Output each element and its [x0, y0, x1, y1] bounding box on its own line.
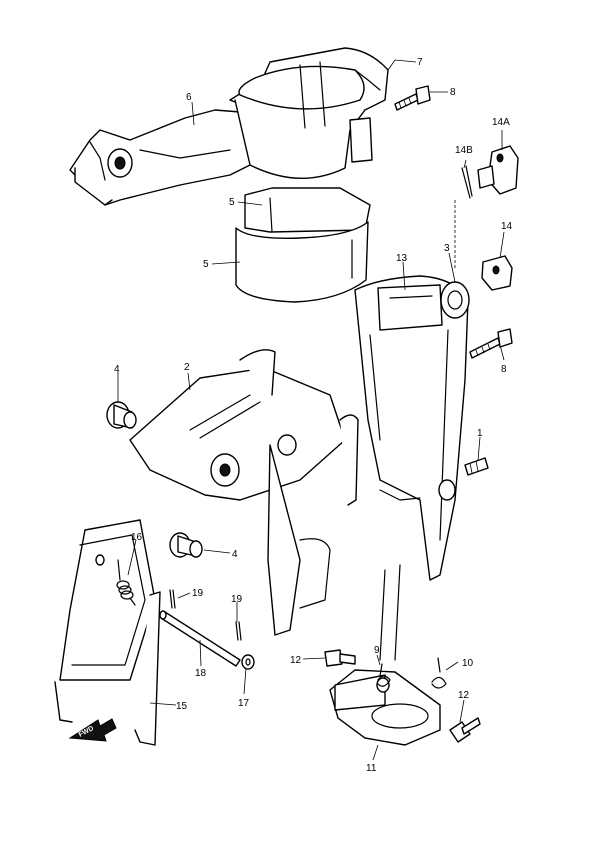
fwd-direction-arrow: FWD [68, 718, 117, 742]
callout-8-lower: 8 [501, 364, 507, 375]
part-16-spring [116, 559, 136, 606]
callout-13: 13 [396, 253, 408, 264]
callout-3: 3 [444, 243, 450, 254]
part-4-bushing-lower [169, 532, 203, 558]
part-4-bushing-upper [106, 401, 137, 429]
part-9-spring [377, 663, 391, 687]
callout-11: 11 [366, 763, 377, 774]
part-2-stern-bracket [129, 349, 359, 636]
callout-14b: 14B [455, 145, 473, 156]
callout-labels: 7 6 8 14A 14B 5 14 3 13 5 8 2 4 1 16 4 1… [114, 57, 513, 774]
part-5-liner-lower [235, 221, 369, 303]
callout-4-upper: 4 [114, 364, 120, 375]
part-19-pin-right [235, 621, 242, 641]
part-7-ring-bracket [229, 47, 389, 179]
part-8-bolt-lower [469, 328, 513, 359]
callout-5-lower: 5 [203, 259, 209, 270]
callout-4-lower: 4 [232, 549, 238, 560]
part-12-bolt-left [324, 649, 356, 667]
callout-14: 14 [501, 221, 513, 232]
part-17-washer [241, 654, 255, 670]
part-8-bolt-upper [394, 85, 431, 111]
leader-lines [117, 59, 505, 761]
part-11-lower-bracket [329, 564, 441, 746]
part-6-clamp-arm [69, 109, 256, 206]
callout-15: 15 [176, 701, 188, 712]
callout-12-left: 12 [290, 655, 302, 666]
callout-6: 6 [186, 92, 192, 103]
part-15-tilt-lever [54, 519, 161, 746]
part-10-spring [431, 657, 447, 689]
callout-19-left: 19 [192, 588, 204, 599]
part-18-tilt-shaft [159, 610, 241, 667]
callout-8-upper: 8 [450, 87, 456, 98]
callout-2: 2 [184, 362, 190, 373]
part-1-grease-nipple [464, 457, 489, 476]
callout-16: 16 [131, 532, 143, 543]
part-19-pin-left [169, 589, 176, 609]
part-12-bolt-right [449, 717, 481, 743]
part-14a-knob [477, 145, 519, 195]
part-14-knob [481, 255, 513, 291]
callout-10: 10 [462, 658, 474, 669]
callout-1: 1 [477, 428, 483, 439]
callout-9: 9 [374, 645, 380, 656]
part-5-liner-upper [244, 187, 371, 233]
callout-18: 18 [195, 668, 207, 679]
callout-19-right: 19 [231, 594, 243, 605]
callout-17: 17 [238, 698, 250, 709]
callout-7: 7 [417, 57, 423, 68]
callout-14a: 14A [492, 117, 510, 128]
part-13-swivel-bracket [354, 275, 470, 581]
callout-5-upper: 5 [229, 197, 235, 208]
callout-12-right: 12 [458, 690, 470, 701]
part-14b-cotter-pin [461, 165, 473, 199]
